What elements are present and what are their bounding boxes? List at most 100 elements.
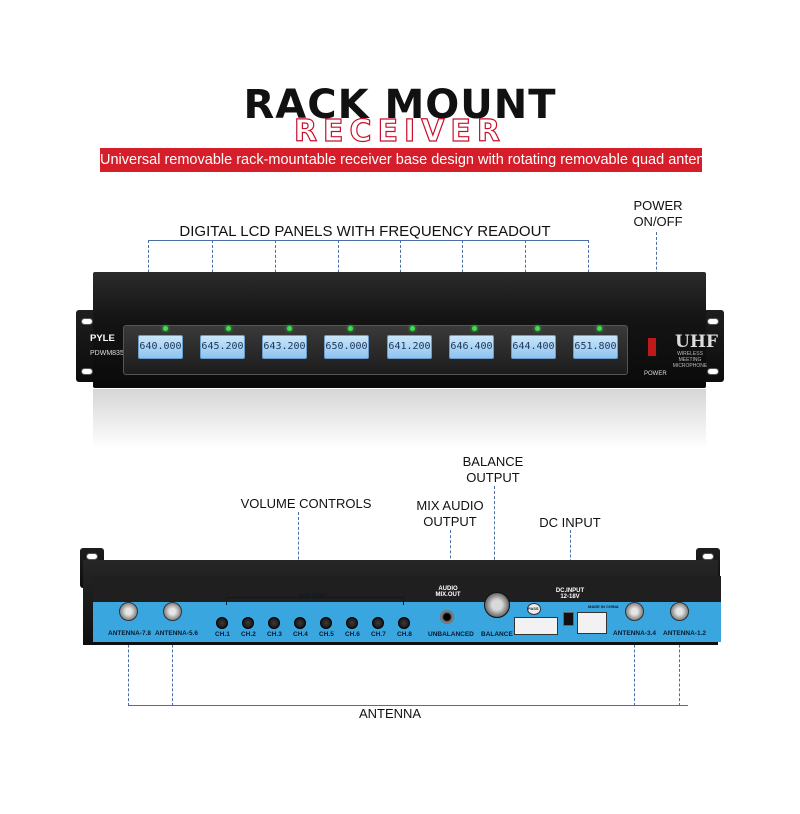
dc-label-line1: DC.INPUT bbox=[555, 588, 585, 594]
lcd-panels-callout: DIGITAL LCD PANELS WITH FREQUENCY READOU… bbox=[179, 223, 551, 240]
channel-led bbox=[226, 326, 231, 331]
lcd-panel-ch6: 646.400 bbox=[449, 335, 494, 359]
power-callout: POWER ON/OFF bbox=[618, 198, 698, 230]
made-in-china-label: MADE IN CHINA bbox=[588, 604, 619, 609]
antenna-connector-7-8[interactable] bbox=[119, 602, 138, 621]
lcd-panel-ch2: 645.200 bbox=[200, 335, 245, 359]
mix-audio-jack[interactable] bbox=[440, 610, 454, 624]
lcd-panel-ch5: 641.200 bbox=[387, 335, 432, 359]
unbalanced-label: UNBALANCED bbox=[428, 631, 474, 638]
audio-label-line1: AUDIO bbox=[438, 586, 458, 592]
frequency-table-right bbox=[577, 612, 607, 634]
antenna-leader-3 bbox=[634, 630, 635, 706]
lcd-panel-ch8: 651.800 bbox=[573, 335, 618, 359]
volume-knob-ch5[interactable] bbox=[320, 617, 332, 629]
feature-banner: Universal removable rack-mountable recei… bbox=[100, 148, 728, 172]
channel-label: CH.2 bbox=[241, 631, 256, 638]
ear-hole bbox=[81, 368, 93, 375]
volume-knob-ch4[interactable] bbox=[294, 617, 306, 629]
lcd-panel-ch4: 650.000 bbox=[324, 335, 369, 359]
channel-label: CH.5 bbox=[319, 631, 334, 638]
antenna-leader-2 bbox=[172, 630, 173, 706]
ear-hole bbox=[81, 318, 93, 325]
badge-line2: MICROPHONE bbox=[672, 363, 708, 369]
pass-sticker bbox=[527, 603, 541, 615]
mix-audio-callout: MIX AUDIO OUTPUT bbox=[405, 498, 495, 530]
pass-label: PASS bbox=[528, 606, 539, 611]
channel-led bbox=[410, 326, 415, 331]
front-panel-reflection bbox=[93, 389, 706, 449]
pyle-logo: PYLE bbox=[90, 333, 115, 344]
model-number: PDWM8350 bbox=[90, 350, 128, 357]
front-rack-ear-right bbox=[702, 310, 724, 382]
dc-input-callout: DC INPUT bbox=[539, 515, 601, 530]
antenna-label-7-8: ANTENNA-7.8 bbox=[108, 630, 151, 637]
channel-label: CH.4 bbox=[293, 631, 308, 638]
frequency-table-left bbox=[514, 617, 558, 635]
channel-label: CH.1 bbox=[215, 631, 230, 638]
volume-knob-ch1[interactable] bbox=[216, 617, 228, 629]
balance-line2: OUTPUT bbox=[466, 470, 520, 485]
antenna-label-3-4: ANTENNA-3.4 bbox=[613, 630, 656, 637]
balance-leader bbox=[494, 486, 495, 590]
volume-controls-callout: VOLUME CONTROLS bbox=[240, 496, 372, 511]
dc-input-jack[interactable] bbox=[563, 612, 574, 626]
volume-knob-ch7[interactable] bbox=[372, 617, 384, 629]
antenna-connector-3-4[interactable] bbox=[625, 602, 644, 621]
lcd-bracket-line bbox=[148, 240, 588, 241]
ear-hole bbox=[86, 553, 98, 560]
channel-label: CH.7 bbox=[371, 631, 386, 638]
volume-knob-ch6[interactable] bbox=[346, 617, 358, 629]
volume-knob-ch2[interactable] bbox=[242, 617, 254, 629]
back-upper-strip bbox=[93, 576, 721, 602]
ear-hole bbox=[707, 318, 719, 325]
volume-label: VOLUME bbox=[299, 593, 327, 600]
channel-led bbox=[597, 326, 602, 331]
channel-led bbox=[535, 326, 540, 331]
antenna-label-5-6: ANTENNA-5.6 bbox=[155, 630, 198, 637]
antenna-leader-1 bbox=[128, 630, 129, 706]
lcd-panel-ch3: 643.200 bbox=[262, 335, 307, 359]
power-callout-line1: POWER bbox=[633, 198, 683, 213]
antenna-callout: ANTENNA bbox=[358, 706, 422, 721]
title-rack-mount: RACK MOUNT bbox=[243, 82, 557, 128]
balance-output-callout: BALANCE OUTPUT bbox=[448, 454, 538, 486]
channel-led bbox=[287, 326, 292, 331]
volume-leader bbox=[298, 512, 299, 594]
power-callout-line2: ON/OFF bbox=[633, 214, 683, 229]
antenna-connector-5-6[interactable] bbox=[163, 602, 182, 621]
badge-line1: WIRELESS MEETING bbox=[677, 351, 703, 363]
mix-audio-line1: MIX AUDIO bbox=[416, 498, 484, 513]
channel-label: CH.6 bbox=[345, 631, 360, 638]
front-rack-ear-left bbox=[76, 310, 98, 382]
volume-knob-ch8[interactable] bbox=[398, 617, 410, 629]
channel-label: CH.3 bbox=[267, 631, 282, 638]
lcd-panel-ch7: 644.400 bbox=[511, 335, 556, 359]
ear-hole bbox=[702, 553, 714, 560]
channel-led bbox=[472, 326, 477, 331]
balance-xlr-connector[interactable] bbox=[484, 592, 510, 618]
balance-label: BALANCE bbox=[481, 631, 513, 638]
antenna-label-1-2: ANTENNA-1.2 bbox=[663, 630, 706, 637]
title-receiver: RECEIVER bbox=[293, 113, 507, 149]
channel-led bbox=[163, 326, 168, 331]
antenna-connector-1-2[interactable] bbox=[670, 602, 689, 621]
lcd-panel-ch1: 640.000 bbox=[138, 335, 183, 359]
mix-audio-line2: OUTPUT bbox=[423, 514, 477, 529]
volume-knob-ch3[interactable] bbox=[268, 617, 280, 629]
channel-label: CH.8 bbox=[397, 631, 412, 638]
channel-led bbox=[348, 326, 353, 331]
dc-input-label: DC.INPUT 12-18V bbox=[550, 588, 590, 600]
antenna-leader-4 bbox=[679, 630, 680, 706]
balance-line1: BALANCE bbox=[462, 454, 524, 469]
dc-label-line2: 12-18V bbox=[560, 594, 580, 600]
audio-label-line2: MIX.OUT bbox=[435, 592, 461, 598]
antenna-bracket-line bbox=[128, 705, 688, 706]
uhf-badge: UHF bbox=[675, 332, 718, 352]
power-switch[interactable] bbox=[646, 336, 658, 358]
volume-bracket bbox=[226, 597, 404, 605]
dc-input-leader bbox=[570, 530, 571, 582]
power-switch-label: POWER bbox=[644, 371, 667, 377]
audio-mix-out-label: AUDIO MIX.OUT bbox=[430, 586, 466, 598]
wireless-meeting-badge: WIRELESS MEETING MICROPHONE bbox=[668, 351, 712, 369]
